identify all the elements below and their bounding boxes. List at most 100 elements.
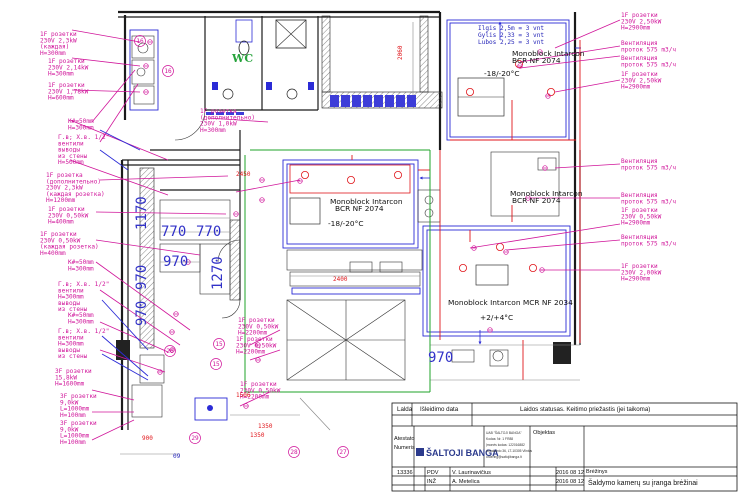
tb-objektas: Objektas <box>533 430 555 436</box>
center-room-unit-1: Monoblock Intarcon <box>330 197 403 206</box>
kmain-note-1-line: K#=50mm <box>68 118 94 125</box>
socket-note-4-line: H=400mm <box>48 219 74 226</box>
socket-marker <box>143 63 149 69</box>
socket-note-2-line: 230V 2,14kW <box>48 64 89 71</box>
socket-marker <box>157 369 163 375</box>
dim-900: 900 <box>142 435 153 442</box>
right-socket-note-3-line: H=2900mm <box>621 220 651 227</box>
tb-date-2: 2016 08 12 <box>556 479 584 485</box>
kmain-note-3-line: H=300mm <box>68 318 94 325</box>
tb-col-data: Išleidimo data <box>420 406 459 413</box>
callout-number: 16 <box>164 68 172 75</box>
rack-module <box>385 95 394 107</box>
top-room-temp: -18/-20°C <box>484 69 520 78</box>
socket-marker <box>487 327 493 333</box>
socket-marker <box>297 178 303 184</box>
top-room-dim-3: Lubos 2,25 = 3 vnt <box>478 39 544 46</box>
company-line-2: Kodas: Nr. 1 FR88 <box>486 437 513 441</box>
center-socket-note-2-line: 1F розетки <box>236 336 273 343</box>
tb-number: 13336 <box>397 470 413 476</box>
socket-note-2-line: H=300mm <box>48 71 74 78</box>
callout-marker: 27 <box>337 446 349 458</box>
tb-person-1: V. Laurinavičius <box>452 470 491 476</box>
top-cold-room <box>446 19 576 141</box>
socket-marker <box>503 249 509 255</box>
valves-note-3-line: вентили <box>58 334 84 341</box>
valves-note-1-line: выводы <box>58 147 80 154</box>
right-room-temp: +2/+4°C <box>480 313 513 322</box>
power-note-3-line: L=1000mm <box>60 433 90 440</box>
callout-marker: 16 <box>134 35 146 47</box>
kmain-note-2-line: H=300mm <box>68 265 94 272</box>
socket-add-note-1-line: (каждая розетка) <box>46 191 105 198</box>
socket-note-5-line: 1F розетки <box>40 231 77 238</box>
rack-module <box>330 95 339 107</box>
tb-role-1: PDV <box>427 470 439 476</box>
company-name: ŠALTOJI BANGA <box>426 447 499 458</box>
small-dimensions: 1506 1350 2400 2450 2060 900 09 1350 <box>142 45 404 460</box>
right-socket-note-3-line: 230V 0,50kW <box>621 213 662 220</box>
green-outlines <box>244 149 431 393</box>
center-socket-add-note-line: 1F розетка <box>200 108 237 115</box>
pipes <box>430 40 581 381</box>
dim-1170: 1170 <box>134 196 150 230</box>
top-rack-modules <box>206 95 416 115</box>
valves-note-3-line: H=300mm <box>58 341 84 348</box>
leader-lines-blue <box>99 129 149 381</box>
center-kitchen-line <box>286 249 423 381</box>
socket-note-2-line: 1F розетки <box>48 58 85 65</box>
callout-marker: 16 <box>162 65 174 77</box>
callout-marker: 15 <box>213 338 225 350</box>
valves-note-3-line: Г.в; Х.в. 1/2" <box>58 328 109 335</box>
power-note-2-line: L=1000mm <box>60 406 90 413</box>
socket-add-note-1-line: (дополнительно) <box>46 178 101 185</box>
company-line-1: UAB "ŠALTOJI BANGA" <box>486 430 522 435</box>
callout-number: 26 <box>166 348 174 355</box>
valves-note-2-line: H=300mm <box>58 294 84 301</box>
dim-970-v1: 970 <box>134 265 150 290</box>
mid-unit-label: Monoblock Intarcon BCR NF 2074 <box>510 189 583 205</box>
socket-marker <box>471 245 477 251</box>
valves-note-1-line: H=500mm <box>58 159 84 166</box>
company-line-4: Antakalnio 36, LT-10305 Vilnius <box>486 449 532 453</box>
vent-arrows <box>419 21 502 345</box>
rack-module <box>352 95 361 107</box>
valves-note-2-line: вентили <box>58 287 84 294</box>
dim-1350b: 1350 <box>258 423 273 430</box>
rack-module <box>363 95 372 107</box>
socket-note-1-line: H=300mm <box>40 50 66 57</box>
socket-note-5-line: H=400mm <box>40 250 66 257</box>
top-room-dim-2: Gylis 2,33 = 3 vnt <box>478 32 544 39</box>
socket-note-4-line: 230V 0,50kW <box>48 212 89 219</box>
tb-date-1: 2016 08 12 <box>556 470 584 476</box>
right-socket-note-4-line: 1F розетки <box>621 263 658 270</box>
callout-number: 29 <box>191 435 199 442</box>
socket-marker <box>537 49 543 55</box>
rack-module <box>236 112 244 115</box>
center-socket-note-2-line: H=2200mm <box>236 349 266 356</box>
right-socket-note-1-line: 230V 2,50kW <box>621 18 662 25</box>
tb-col-lalda: Lalda <box>397 406 413 413</box>
top-room-unit-2: BCR NF 2074 <box>512 56 561 65</box>
socket-note-5-line: (каждая розетка) <box>40 244 99 251</box>
socket-marker <box>233 211 239 217</box>
socket-add-note-1: 1F розетка(дополнительно)230V 2,3kW(кажд… <box>46 172 105 204</box>
vent-note-5-line: Вентиляция <box>621 234 658 241</box>
socket-marker <box>525 195 531 201</box>
right-socket-note-3-line: 1F розетки <box>621 207 658 214</box>
dim-2450: 2450 <box>236 171 251 178</box>
drawing-title: Šaldymo kamerų su įranga brėžinai <box>588 478 698 487</box>
vent-note-3-line: проток 575 m3/ч <box>621 164 676 171</box>
callout-number: 15 <box>215 341 223 348</box>
socket-note-1-line: 1F розетки <box>40 31 77 38</box>
